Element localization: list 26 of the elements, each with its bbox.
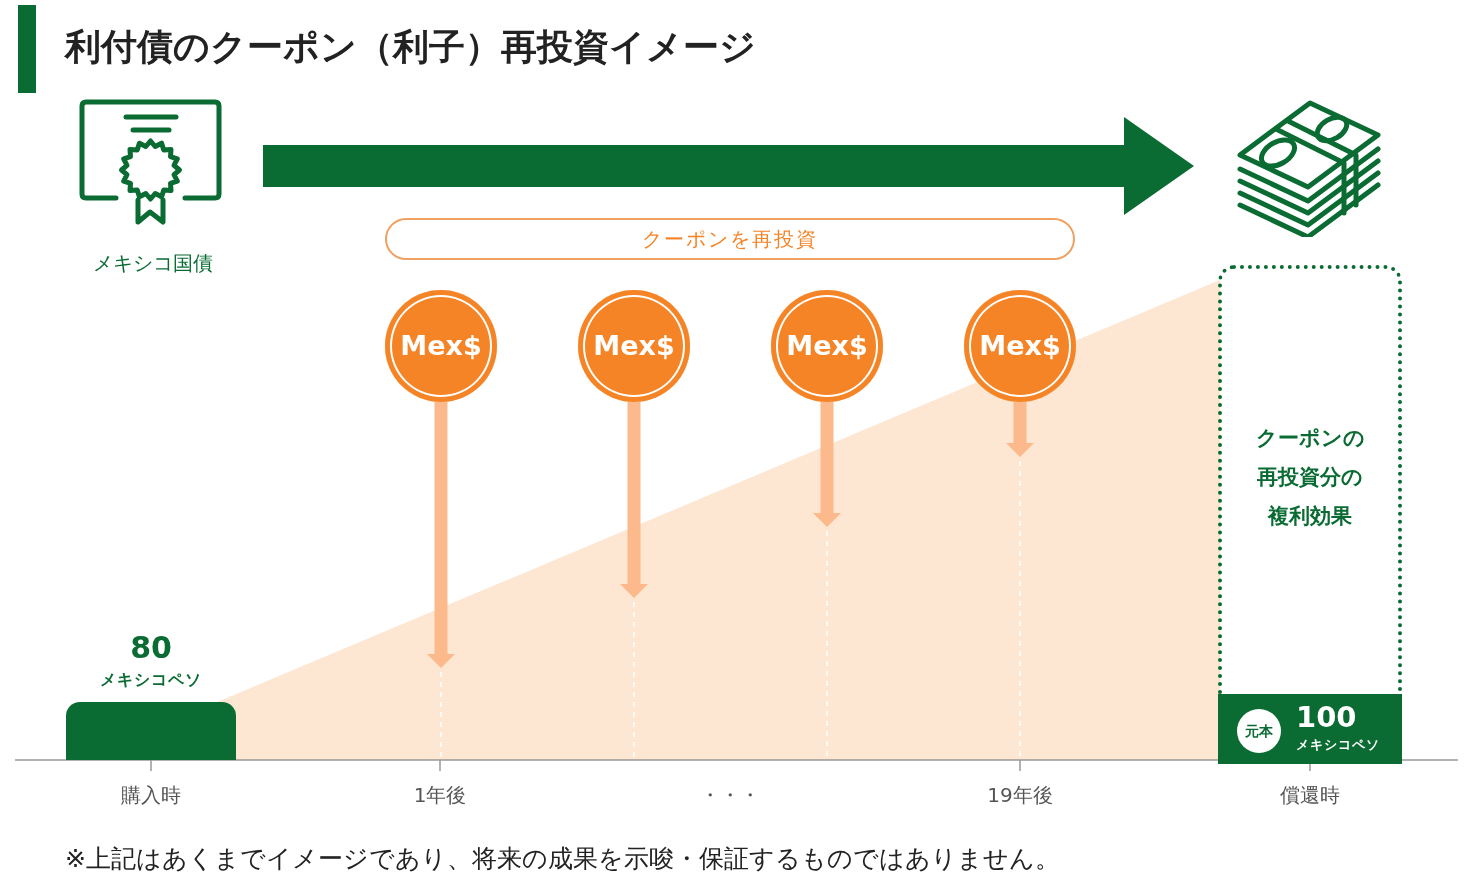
label-pill: クーポンを再投資 [385,218,1075,260]
axis-label: 償還時 [1279,782,1341,809]
title: 利付債のクーポン（利子）再投資イメージ [18,5,756,93]
bar [66,702,236,760]
arrow [1006,402,1034,457]
arrow [620,402,648,598]
value-label: 80 [129,630,173,665]
coin: Mex$ [964,290,1076,402]
axis-label: 19年後 [986,782,1054,809]
arrow [427,402,455,668]
axis-label: ・・・ [699,782,761,809]
unit-label: メキシコペソ [99,670,203,691]
box-text: クーポンの再投資分の複利効果 [1254,425,1366,530]
value-label: 100 [1296,700,1357,734]
arrow [263,117,1194,215]
coin: Mex$ [578,290,690,402]
footnote: ※上記はあくまでイメージであり、将来の成果を示唆・保証するものではありません。 [65,843,1060,875]
axis-label: 購入時 [120,782,182,809]
coin: Mex$ [385,290,497,402]
principal-box [1218,694,1402,764]
principal-badge: 元本 [1237,709,1281,753]
axis-label: 1年後 [412,782,468,809]
arrow [813,402,841,527]
coin: Mex$ [771,290,883,402]
unit-label: メキシコペソ [1296,736,1380,754]
icon-caption: メキシコ国債 [91,250,214,277]
